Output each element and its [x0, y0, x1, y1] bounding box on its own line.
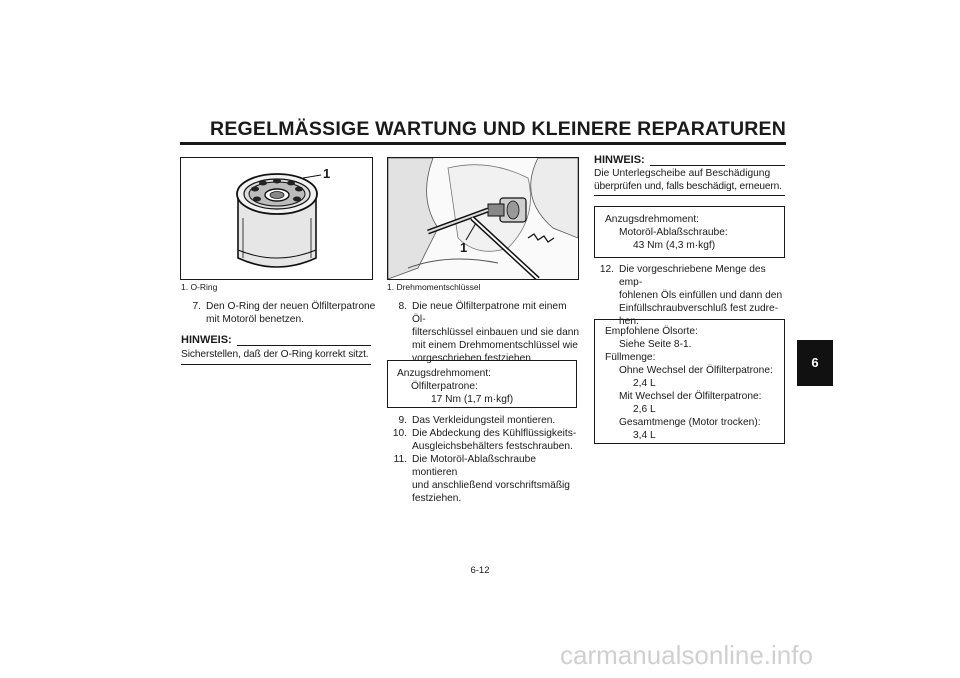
- hinweis-rule: [237, 345, 371, 346]
- hinweis-text: Die Unterlegscheibe auf Beschädigung übe…: [594, 167, 789, 193]
- spec-value: Siehe Seite 8-1.: [619, 339, 692, 350]
- step-text: vorgeschrieben festziehen.: [412, 353, 534, 364]
- hinweis-line: überprüfen und, falls beschädigt, erneue…: [594, 181, 782, 192]
- figure-callout: 1: [460, 240, 468, 255]
- step-number: 7.: [192, 301, 202, 312]
- spec-heading: Empfohlene Ölsorte:: [605, 326, 698, 337]
- step-text: Die Abdeckung des Kühlflüssigkeits-: [412, 428, 577, 439]
- watermark: carmanualsonline.info: [560, 640, 813, 670]
- hinweis-label: HINWEIS:: [594, 154, 645, 166]
- step-text: Die Motoröl-Ablaßschraube montieren: [412, 454, 537, 478]
- step-text: Einfüllschraubverschluß fest zudre-: [619, 303, 779, 314]
- figure-callout: 1: [323, 166, 331, 181]
- step-number: 8.: [398, 301, 408, 312]
- page-number: 6-12: [470, 565, 490, 576]
- hinweis-label: HINWEIS:: [181, 334, 232, 346]
- step-12: 12. Die vorgeschriebene Menge des emp- f…: [594, 263, 789, 328]
- step-text: Ausgleichsbehälters festschrauben.: [412, 441, 573, 452]
- step-text: und anschließend vorschriftsmäßig: [412, 480, 570, 491]
- step-9: 9. Das Verkleidungsteil montieren.: [387, 414, 582, 427]
- hinweis-end-rule: [181, 364, 371, 365]
- step-text: Die neue Ölfilterpatrone mit einem Öl-: [412, 301, 567, 325]
- spec-value: 2,6 L: [633, 404, 656, 415]
- step-text: Die vorgeschriebene Menge des emp-: [619, 264, 766, 288]
- title-rule: [180, 142, 786, 145]
- step-number: 9.: [398, 415, 408, 426]
- torque-wrench-figure: 1: [387, 157, 579, 280]
- hinweis-line: Die Unterlegscheibe auf Beschädigung: [594, 168, 771, 179]
- spec-item: Ölfilterpatrone:: [411, 381, 478, 392]
- spec-item: Ohne Wechsel der Ölfilterpatrone:: [619, 365, 773, 376]
- spec-item: Mit Wechsel der Ölfilterpatrone:: [619, 391, 762, 402]
- spec-item: Gesamtmenge (Motor trocken):: [619, 417, 761, 428]
- figure-caption: 1. Drehmomentschlüssel: [387, 282, 481, 292]
- page-title: REGELMÄSSIGE WARTUNG UND KLEINERE REPARA…: [210, 118, 786, 140]
- step-number: 10.: [392, 428, 407, 439]
- step-7: 7. Den O-Ring der neuen Ölfilterpatrone …: [181, 300, 376, 326]
- spec-value: 2,4 L: [633, 378, 656, 389]
- torque-spec-box: Anzugsdrehmoment: Ölfilterpatrone: 17 Nm…: [387, 360, 577, 408]
- spec-value: 43 Nm (4,3 m·kgf): [633, 240, 716, 251]
- hinweis-end-rule: [594, 195, 785, 196]
- spec-value: 3,4 L: [633, 430, 656, 441]
- step-10: 10. Die Abdeckung des Kühlflüssigkeits- …: [387, 427, 582, 453]
- step-number: 12.: [599, 264, 614, 275]
- figure-caption: 1. O-Ring: [181, 282, 218, 292]
- step-text: festziehen.: [412, 493, 462, 504]
- torque-spec-box: Anzugsdrehmoment: Motoröl-Ablaßschraube:…: [594, 206, 785, 258]
- step-8: 8. Die neue Ölfilterpatrone mit einem Öl…: [387, 300, 582, 365]
- spec-heading: Füllmenge:: [605, 352, 656, 363]
- oil-filter-figure: 1: [180, 157, 373, 280]
- spec-heading: Anzugsdrehmoment:: [605, 214, 700, 225]
- spec-heading: Anzugsdrehmoment:: [397, 368, 492, 379]
- spec-item: Motoröl-Ablaßschraube:: [619, 227, 728, 238]
- step-text: Den O-Ring der neuen Ölfilterpatrone: [206, 301, 376, 312]
- oil-spec-box: Empfohlene Ölsorte: Siehe Seite 8-1. Fül…: [594, 319, 785, 444]
- oil-filter-illustration: [236, 173, 322, 268]
- step-text: filterschlüssel einbauen und sie dann: [412, 327, 580, 338]
- spec-value: 17 Nm (1,7 m·kgf): [431, 394, 514, 405]
- step-text: Das Verkleidungsteil montieren.: [412, 415, 556, 426]
- step-11: 11. Die Motoröl-Ablaßschraube montieren …: [387, 453, 582, 505]
- torque-wrench-illustration: [388, 158, 578, 279]
- hinweis-text: Sicherstellen, daß der O-Ring korrekt si…: [181, 349, 369, 360]
- chapter-tab: 6: [797, 340, 833, 386]
- step-number: 11.: [393, 454, 407, 465]
- step-text: fohlenen Öls einfüllen und dann den: [619, 290, 783, 301]
- hinweis-rule: [650, 165, 785, 166]
- step-text: hen.: [619, 316, 639, 327]
- step-text: mit Motoröl benetzen.: [206, 314, 304, 325]
- step-text: mit einem Drehmomentschlüssel wie: [412, 340, 578, 351]
